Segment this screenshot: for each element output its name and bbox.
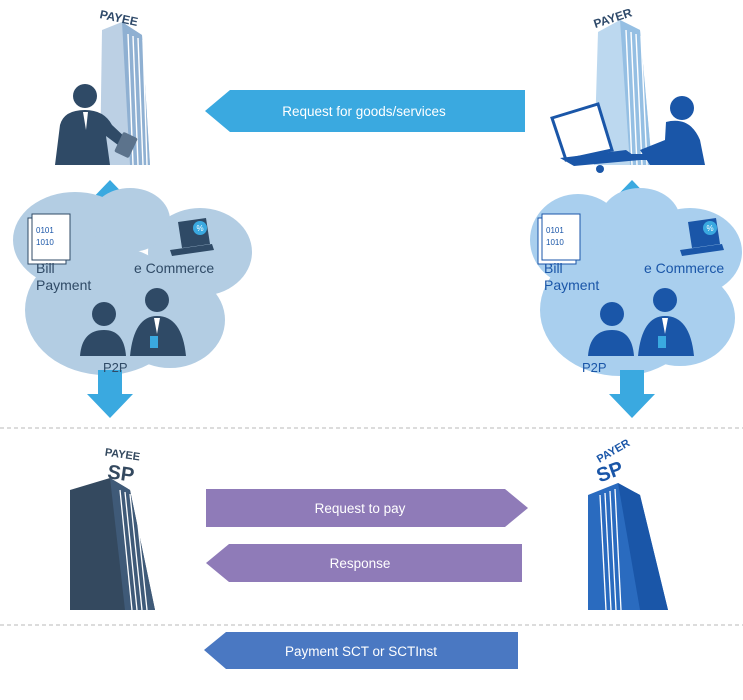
response-label: Response bbox=[330, 556, 391, 571]
svg-text:1010: 1010 bbox=[546, 238, 564, 247]
payer-sp-building bbox=[588, 483, 668, 611]
payee-sp-bottom-label: SP bbox=[106, 461, 135, 487]
payer-down-arrow bbox=[609, 370, 655, 418]
payer-ecommerce-label: e Commerce bbox=[644, 260, 724, 276]
request-to-pay-label: Request to pay bbox=[315, 501, 406, 516]
payee-down-arrow bbox=[87, 370, 133, 418]
payee-sp-top-label: PAYEE bbox=[104, 447, 141, 464]
svg-text:%: % bbox=[196, 224, 203, 233]
payment-label: Payment SCT or SCTInst bbox=[285, 644, 437, 659]
payer-building bbox=[594, 20, 652, 166]
payer-laptop-icon: % bbox=[680, 218, 724, 256]
payee-people-icon bbox=[80, 288, 186, 356]
payee-payment-label: Payment bbox=[36, 277, 91, 293]
payee-laptop-icon: % bbox=[170, 218, 214, 256]
svg-text:%: % bbox=[706, 224, 713, 233]
payer-bill-label: Bill bbox=[544, 260, 563, 276]
payee-bill-document-icon: 0101 1010 bbox=[27, 213, 71, 265]
response-arrow: Response bbox=[206, 544, 522, 582]
svg-text:1010: 1010 bbox=[36, 238, 54, 247]
payer-p2p-label: P2P bbox=[582, 360, 607, 375]
payment-arrow: Payment SCT or SCTInst bbox=[204, 632, 518, 669]
payee-bill-label: Bill bbox=[36, 260, 55, 276]
svg-text:0101: 0101 bbox=[36, 226, 54, 235]
payer-person-at-laptop-icon bbox=[550, 96, 705, 173]
payer-bill-document-icon: 0101 1010 bbox=[537, 213, 581, 265]
request-goods-arrow: Request for goods/services bbox=[205, 90, 525, 132]
payer-people-icon bbox=[588, 288, 694, 356]
payee-p2p-label: P2P bbox=[103, 360, 128, 375]
request-to-pay-arrow: Request to pay bbox=[206, 489, 528, 527]
payee-person-with-tablet-icon bbox=[55, 84, 138, 165]
payer-payment-label: Payment bbox=[544, 277, 599, 293]
payee-sp-building bbox=[70, 478, 155, 611]
payee-ecommerce-label: e Commerce bbox=[134, 260, 214, 276]
svg-text:0101: 0101 bbox=[546, 226, 564, 235]
request-goods-label: Request for goods/services bbox=[282, 104, 446, 119]
